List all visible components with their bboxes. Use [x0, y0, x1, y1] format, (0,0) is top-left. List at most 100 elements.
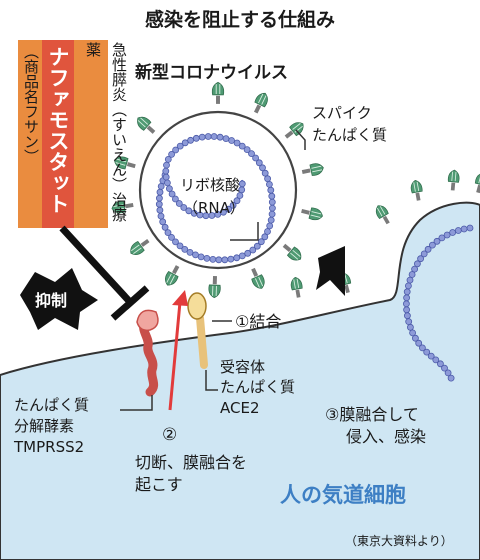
rna-bead	[261, 233, 269, 241]
rna-bead	[423, 348, 431, 356]
inhibit-line	[59, 225, 133, 305]
rna-bead	[404, 282, 412, 290]
spike-8	[208, 275, 222, 299]
rna-bead	[209, 255, 217, 263]
spike-4	[300, 161, 325, 179]
rna-bead	[432, 356, 440, 364]
rna-bead	[255, 159, 263, 167]
rna-bead	[176, 242, 184, 250]
receptor-callout	[205, 370, 218, 391]
rna-bead	[215, 256, 223, 264]
rna-bead	[267, 216, 275, 224]
rna-bead	[436, 360, 444, 368]
airway-cell	[0, 201, 480, 560]
rna-bead	[420, 250, 428, 258]
spike-label-1: スパイク	[312, 104, 372, 122]
rna-bead	[466, 224, 474, 232]
protease-label-2: 分解酵素	[14, 417, 74, 435]
rna-bead	[233, 197, 241, 205]
rna-bead	[168, 233, 175, 241]
rna-bead	[261, 169, 269, 177]
rna-bead	[221, 256, 229, 264]
rna-bead	[186, 248, 194, 256]
rna-bead	[265, 180, 273, 188]
rna-bead	[418, 344, 426, 352]
rna-bead	[159, 218, 167, 226]
rna-bead	[259, 164, 266, 172]
fusion-arrow	[316, 246, 345, 296]
protease-label-1: たんぱく質	[14, 396, 89, 414]
rna-bead	[424, 245, 432, 253]
rna-bead	[168, 190, 176, 198]
bind-label: ①結合	[235, 312, 281, 331]
drug-box-red	[42, 40, 74, 228]
cleave-label-2: 起こす	[135, 475, 183, 494]
rna-label-2: （RNA）	[183, 199, 245, 217]
spike-10	[127, 235, 153, 259]
rna-bead	[227, 255, 235, 263]
rna-callout	[230, 222, 259, 241]
fusion-label-1: ③膜融合して	[325, 405, 419, 424]
virus-name: 新型コロナウイルス	[135, 62, 288, 83]
rna-bead	[427, 352, 435, 360]
rna-bead	[204, 133, 212, 140]
fused-spike-4	[472, 171, 480, 195]
spike-9	[161, 262, 184, 289]
rna-bead	[163, 179, 171, 187]
rna-bead	[161, 223, 169, 231]
fused-spike-3	[446, 169, 461, 192]
rna-bead	[192, 251, 199, 259]
virus-envelope	[138, 110, 298, 270]
rna-bead	[268, 210, 276, 218]
rna-bead	[181, 139, 189, 147]
rna-bead	[253, 242, 261, 250]
spike-7	[247, 265, 268, 292]
drug-brand-label: （商品名フサン）	[22, 44, 40, 164]
rna-bead	[449, 229, 457, 236]
rna-bead	[197, 253, 205, 261]
spike-13	[133, 113, 159, 138]
rna-bead	[405, 318, 413, 326]
rna-bead	[438, 234, 446, 242]
rna-bead	[264, 175, 272, 183]
rna-bead	[428, 241, 436, 249]
cleave-arrow	[168, 301, 182, 411]
rna-bead	[216, 133, 224, 141]
rna-bead	[155, 194, 163, 202]
fused-spike-2	[409, 179, 425, 202]
rna-bead	[406, 323, 414, 331]
rna-beads	[155, 133, 474, 382]
receptor-label-1: 受容体	[220, 358, 265, 376]
rna-bead	[214, 210, 222, 218]
rna-bead	[238, 180, 246, 188]
fused-spike-1	[372, 202, 394, 227]
ace2-receptor	[187, 292, 208, 369]
source-note: （東京大資料より）	[345, 534, 453, 548]
spike-1	[211, 81, 225, 105]
rna-bead	[192, 134, 200, 142]
rna-bead	[157, 182, 165, 190]
rna-bead	[408, 271, 416, 278]
inhibit-label: 抑制	[35, 291, 67, 310]
diagram-title: 感染を阻止する仕組み	[145, 8, 335, 31]
rna-bead	[268, 204, 276, 212]
rna-bead	[257, 238, 265, 246]
receptor-label-3: ACE2	[220, 399, 260, 417]
rna-bead	[162, 173, 170, 181]
fusion-label-2: 侵入、感染	[346, 427, 426, 446]
fused-spike-5	[289, 276, 305, 299]
rna-bead	[267, 186, 275, 194]
rna-bead	[156, 188, 164, 196]
rna-bead	[409, 329, 417, 337]
rna-bead	[162, 167, 170, 175]
spike-2	[250, 90, 271, 116]
rna-bead	[238, 142, 246, 150]
rna-bead	[181, 245, 189, 253]
rna-bead	[403, 288, 411, 296]
rna-bead	[252, 154, 260, 162]
rna-bead	[447, 374, 455, 382]
rna-bead	[403, 294, 411, 302]
rna-bead	[264, 228, 271, 235]
rna-bead	[411, 265, 419, 273]
